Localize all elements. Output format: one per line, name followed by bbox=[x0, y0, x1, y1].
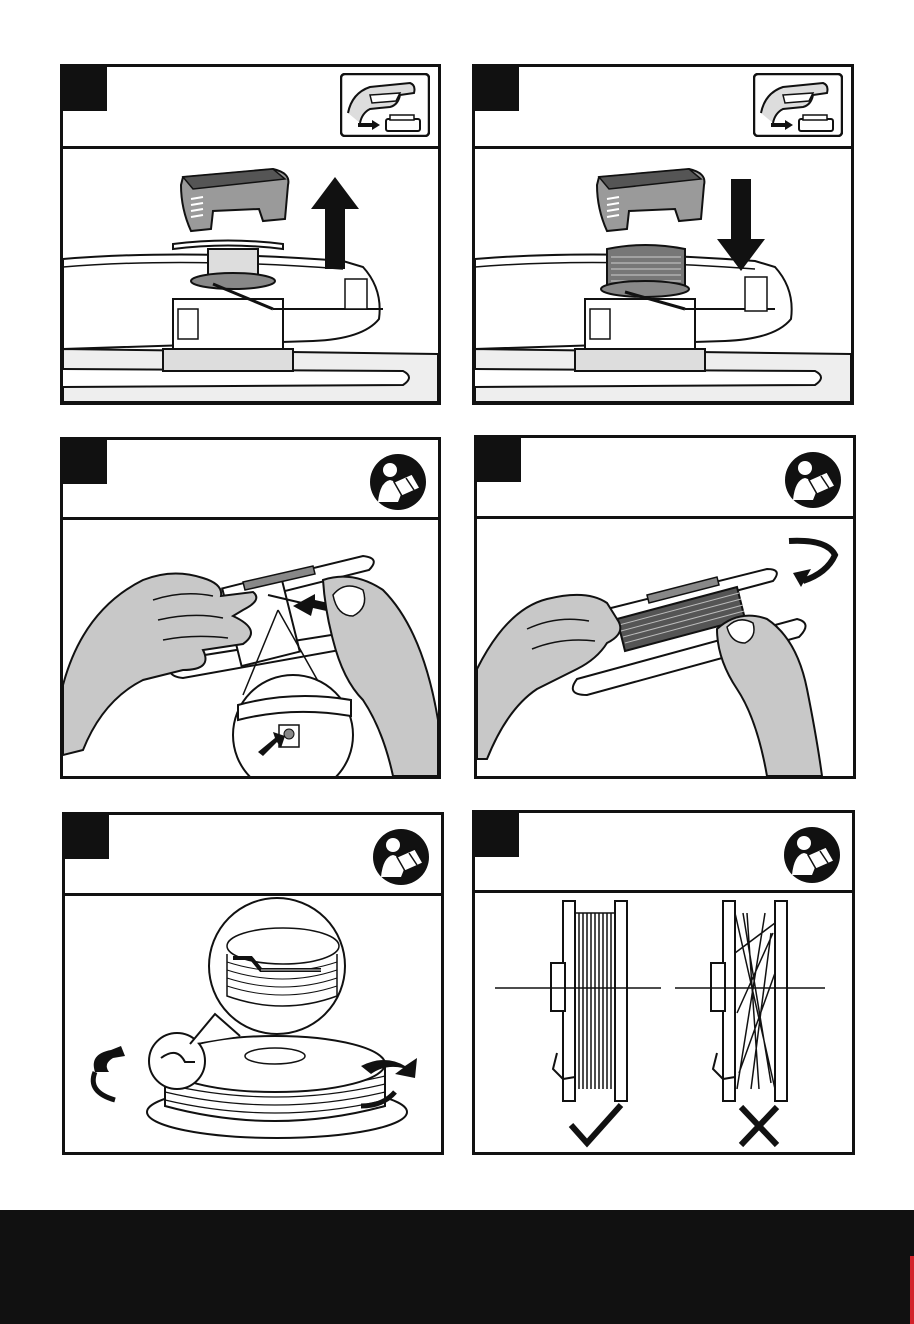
spool-cover-refit-arrow-down bbox=[475, 149, 851, 402]
read-manual-icon bbox=[783, 450, 843, 510]
read-manual-icon bbox=[782, 825, 842, 885]
step-number-badge bbox=[477, 438, 521, 482]
check-mark-icon bbox=[571, 1105, 621, 1143]
wind-line-onto-spool bbox=[477, 519, 853, 776]
step-panel-1 bbox=[60, 64, 441, 405]
step-number-badge bbox=[475, 813, 519, 857]
remove-battery-icon bbox=[753, 73, 843, 137]
remove-battery-icon bbox=[340, 73, 430, 137]
insert-line-into-spool-hole bbox=[63, 520, 438, 776]
step-number-badge bbox=[475, 67, 519, 111]
step-panel-4 bbox=[474, 435, 856, 779]
step-number-badge bbox=[63, 67, 107, 111]
panel-header bbox=[477, 438, 853, 519]
secure-line-end-in-notch bbox=[65, 896, 441, 1152]
panel-header bbox=[63, 67, 438, 149]
spool-cover-removed-arrow-up bbox=[63, 149, 438, 402]
panel-header bbox=[475, 67, 851, 149]
page-footer-bar bbox=[0, 1210, 914, 1324]
step-panel-3 bbox=[60, 437, 441, 779]
panel-header bbox=[63, 440, 438, 520]
read-manual-icon bbox=[371, 827, 431, 887]
step-panel-6 bbox=[472, 810, 855, 1155]
correct-vs-incorrect-winding bbox=[475, 893, 852, 1152]
cross-mark-icon bbox=[741, 1107, 777, 1145]
step-number-badge bbox=[65, 815, 109, 859]
step-panel-5 bbox=[62, 812, 444, 1155]
panel-header bbox=[65, 815, 441, 896]
step-number-badge bbox=[63, 440, 107, 484]
read-manual-icon bbox=[368, 452, 428, 512]
panel-header bbox=[475, 813, 852, 893]
footer-accent-edge bbox=[910, 1256, 914, 1324]
step-panel-2 bbox=[472, 64, 854, 405]
